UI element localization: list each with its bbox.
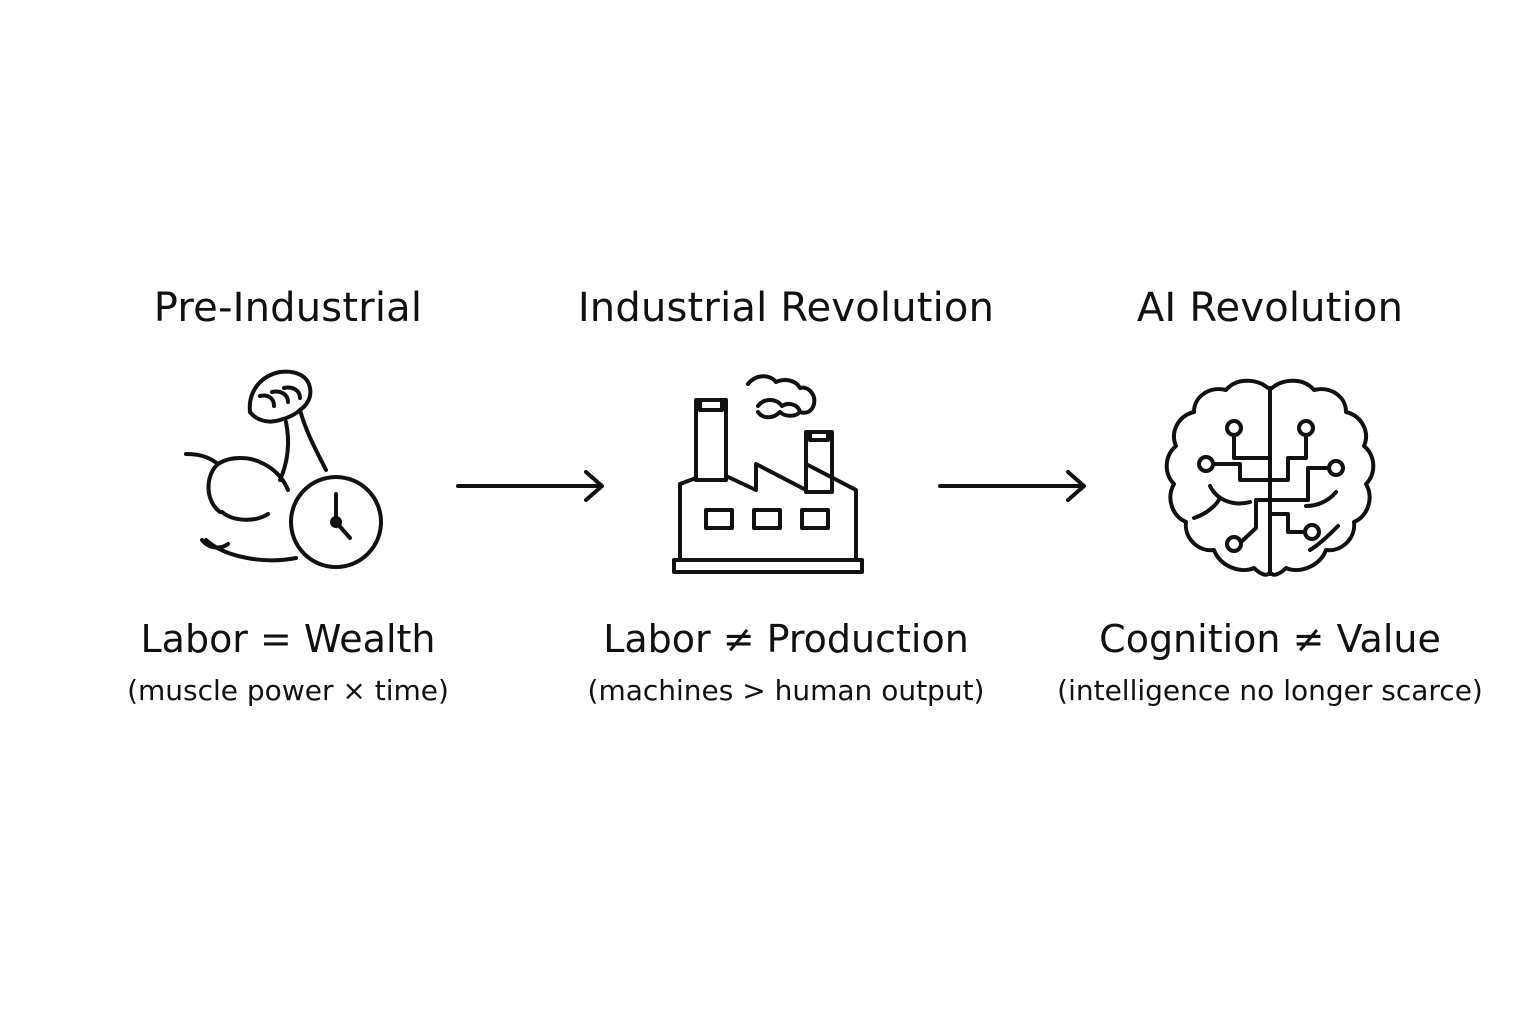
flexed-arm-clock-icon [176, 362, 396, 582]
stage-equation-industrial-revolution: Labor ≠ Production [603, 617, 969, 661]
arrow-right-icon [934, 466, 1094, 506]
arrow-right-icon [452, 466, 612, 506]
stage-equation-pre-industrial: Labor = Wealth [140, 617, 436, 661]
stage-title-ai-revolution: AI Revolution [1136, 285, 1404, 331]
stage-equation-ai-revolution: Cognition ≠ Value [1099, 617, 1441, 661]
stage-subtext-ai-revolution: (intelligence no longer scarce) [1057, 674, 1483, 707]
stage-subtext-pre-industrial: (muscle power × time) [127, 674, 449, 707]
stage-title-industrial-revolution: Industrial Revolution [577, 285, 995, 331]
stage-subtext-industrial-revolution: (machines > human output) [587, 674, 985, 707]
stage-title-pre-industrial: Pre-Industrial [153, 285, 423, 331]
circuit-brain-icon [1160, 374, 1380, 584]
factory-icon [666, 372, 876, 582]
